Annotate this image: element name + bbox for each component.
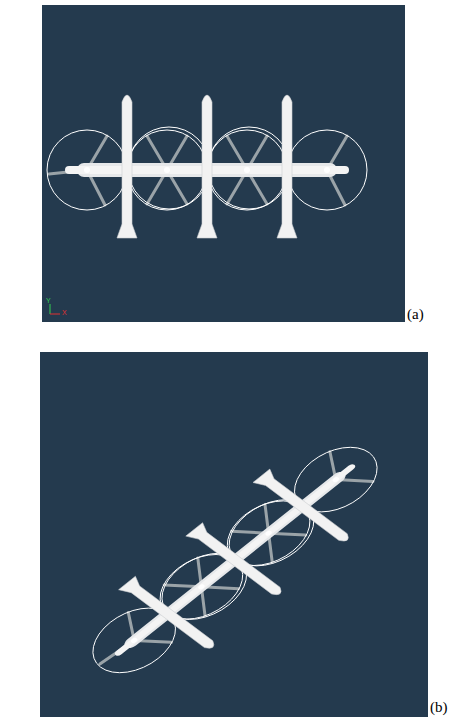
top-view xyxy=(47,95,367,238)
axis-triad xyxy=(50,304,60,314)
axis-label: Y xyxy=(46,297,51,304)
panel-label: (a) xyxy=(407,307,424,322)
panel-b-background xyxy=(40,352,428,717)
panel-a-background xyxy=(42,5,405,322)
axis-label: X xyxy=(62,309,67,316)
iso-view xyxy=(60,422,415,701)
panel-label: (b) xyxy=(430,700,448,715)
